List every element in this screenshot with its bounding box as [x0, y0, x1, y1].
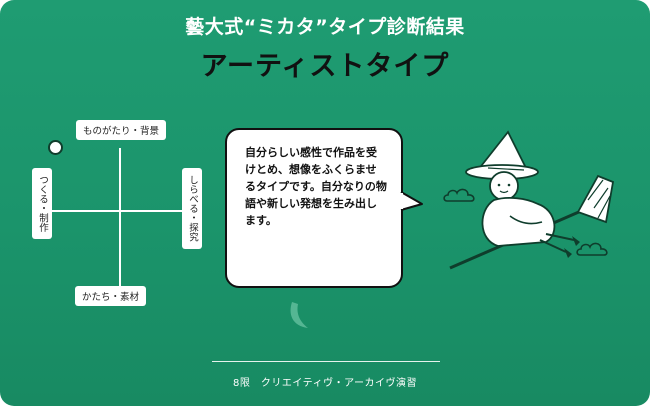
axis-label-right: しらべる・探究 — [182, 168, 202, 249]
horizontal-axis — [52, 210, 196, 212]
axis-label-left: つくる・制作 — [32, 168, 52, 239]
axis-label-top: ものがたり・背景 — [76, 120, 167, 140]
bubble-tail — [400, 191, 423, 211]
description-bubble: 自分らしい感性で作品を受けとめ、想像をふくらませるタイプです。自分なりの物語や新… — [225, 128, 403, 288]
cloud-icon — [576, 242, 608, 256]
footer-text: 8限 クリエイティヴ・アーカイヴ演習 — [233, 378, 417, 389]
witch-on-broom-illustration — [449, 130, 615, 270]
decorative-swirl — [290, 302, 308, 328]
axis-label-bottom: かたち・素材 — [75, 286, 147, 306]
vertical-axis — [119, 148, 121, 286]
type-axis-chart: ものがたり・背景 かたち・素材 つくる・制作 しらべる・探究 — [30, 110, 210, 310]
result-title: アーティストタイプ — [200, 51, 450, 82]
footer-divider — [212, 361, 440, 362]
cloud-icon — [443, 188, 475, 202]
description-text: 自分らしい感性で作品を受けとめ、想像をふくらませるタイプです。自分なりの物語や新… — [245, 146, 387, 227]
position-marker — [48, 140, 63, 155]
result-subtitle: 藝大式“ミカタ”タイプ診断結果 — [185, 16, 465, 38]
